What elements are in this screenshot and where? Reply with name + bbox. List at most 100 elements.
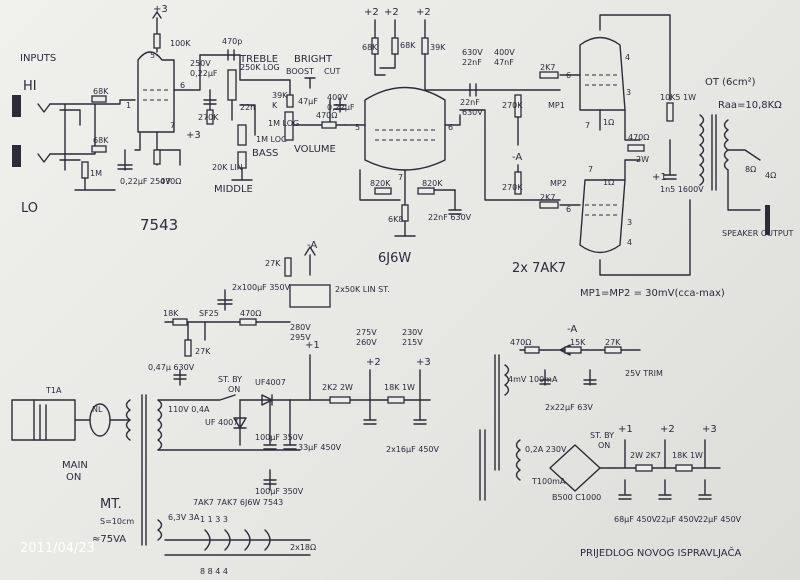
tube3-label: 2x 7AK7	[512, 261, 566, 276]
rail-minus-a-new: -A	[567, 324, 577, 335]
standby-new-label: ST. BY	[590, 431, 614, 440]
resistor-470ohm-bias	[239, 318, 257, 326]
r19-value: 10K5 1W	[660, 93, 696, 102]
tube-7ak7-bot-envelope	[579, 179, 626, 254]
c22-value: 2x22μF 63V	[545, 403, 593, 412]
v2-label: 260V	[356, 338, 377, 347]
resistor-18k-ps	[387, 396, 405, 404]
tube1-pin5: 5	[150, 51, 155, 60]
c9b-value: 22nF	[460, 98, 480, 107]
rail-plus1-ps: +1	[305, 340, 320, 351]
resistor-270k	[206, 109, 214, 125]
spk-label: SPEAKER OUTPUT	[722, 229, 794, 238]
resistor-39k-b	[421, 37, 429, 55]
c12-value: 1n5 1600V	[660, 185, 704, 194]
tube3-pin7: 7	[585, 121, 590, 130]
rail-plus3-top: +3	[153, 4, 168, 15]
r18-value: 2K7	[540, 193, 555, 202]
rail-minus-a-bias: -A	[307, 240, 317, 251]
c4-value: 22n	[240, 103, 255, 112]
boost-label: BOOST	[286, 67, 314, 76]
resistor-39k	[286, 94, 294, 108]
resistor-100k	[153, 33, 161, 49]
r34-value: 25V TRIM	[625, 369, 663, 378]
output-tubes: 6 4 3 7 1Ω 6 3 4 7 1Ω 2x 7AK7 MP1=MP2 = …	[512, 14, 725, 299]
r16-value: 1Ω	[603, 118, 614, 127]
c13-value: 22nF 630V	[428, 213, 472, 222]
v5-label: 295V	[290, 333, 311, 342]
r26-value: 470Ω	[240, 309, 261, 318]
fuse2-label: SF25	[199, 309, 219, 318]
r2-value: 68K	[93, 87, 109, 96]
c15-value: 2W	[636, 155, 649, 164]
r33-value: 27K	[605, 338, 621, 347]
tr1-value: 110V 0,4A	[168, 405, 210, 414]
c7b-value: 0,22μF	[327, 103, 355, 112]
v3-label: 230V	[402, 328, 423, 337]
bright-switch[interactable]	[304, 77, 316, 89]
c8-value: 630V	[462, 48, 483, 57]
r13-value: 270K	[502, 101, 523, 110]
tube1-label: 7543	[140, 216, 178, 234]
rail-plus2-new: +2	[660, 424, 675, 435]
volume-pot-value: 1M LOG	[268, 119, 299, 128]
r7-value: 39K	[272, 91, 288, 100]
tone-stack: 470p 250V 0,22μF 270K TREBLE 250K LOG 22…	[190, 37, 355, 195]
r5-value: 470Ω	[160, 177, 181, 186]
rail-plus2-b: +2	[384, 7, 399, 18]
r30-value: 18K 1W	[384, 383, 415, 392]
mp-note: MP1=MP2 = 30mV(cca-max)	[580, 288, 725, 299]
bias-pot-dual[interactable]	[289, 284, 331, 308]
resistor-2k2	[329, 396, 351, 404]
c6-value: 47μF	[298, 97, 318, 106]
rail-plus3-new: +3	[702, 424, 717, 435]
rail-plus2-ps: +2	[366, 357, 381, 368]
c16-value: 0,47μ 630V	[148, 363, 195, 372]
tube3-pin3: 3	[626, 88, 631, 97]
tube-7ak7-top-envelope	[579, 36, 626, 111]
bass-pot-value: 1M LOG	[256, 135, 287, 144]
rail-plus1-new: +1	[618, 424, 633, 435]
v6-label: 280V	[290, 323, 311, 332]
resistor-10k5	[666, 102, 674, 122]
c8b-value: 630V	[462, 108, 483, 117]
c10-value: 400V	[494, 48, 515, 57]
r23-value: 820K	[422, 179, 443, 188]
tube3-pin6: 6	[566, 71, 571, 80]
resistor-470ohm-k1	[153, 149, 161, 165]
r15-value: 2K7	[540, 63, 555, 72]
mt-label: MT.	[100, 497, 122, 512]
r3-value: 68K	[93, 136, 109, 145]
c3-value: 0,22μF	[190, 69, 218, 78]
r22-value: 820K	[370, 179, 391, 188]
standby-new-on: ON	[598, 441, 610, 450]
tube2-pin5: 5	[355, 123, 360, 132]
cathode-cap-a	[117, 149, 133, 171]
ot-label: OT (6cm²)	[705, 77, 756, 88]
speaker-jack	[765, 205, 770, 235]
r21-value: 4Ω	[765, 171, 776, 180]
neon-label: NL	[92, 405, 103, 414]
volume-pot[interactable]	[284, 111, 294, 141]
resistor-2k7-new	[635, 464, 653, 472]
resistor-68k-d	[391, 37, 399, 55]
bass-pot[interactable]	[237, 124, 247, 146]
bass-label: BASS	[252, 148, 278, 159]
c9-value: 22nF	[462, 58, 482, 67]
c17-value: 2x100μF 350V	[232, 283, 291, 292]
rail-plus3-mid: +3	[186, 130, 201, 141]
iec-inlet[interactable]	[11, 399, 35, 441]
c7-value: 400V	[327, 93, 348, 102]
r16b-value: 1Ω	[603, 178, 614, 187]
rect-label: B500 C1000	[552, 493, 601, 502]
d1-label: UF4007	[255, 378, 286, 387]
tr2-value: 6,3V 3A	[168, 513, 200, 522]
treble-pot[interactable]	[227, 69, 237, 101]
treble-label: TREBLE	[239, 54, 278, 65]
main-power-supply: T1A NL MAIN ON 110V 0,4A 6,3V 3A MT. S=1…	[11, 323, 440, 576]
r10-value: 68K	[362, 43, 378, 52]
bias-supply: -A 27K 2x50K LIN ST. 2x100μF 350V 18K SF…	[148, 240, 390, 386]
standby-label: ST. BY	[218, 375, 242, 384]
lo-label: LO	[21, 201, 38, 216]
